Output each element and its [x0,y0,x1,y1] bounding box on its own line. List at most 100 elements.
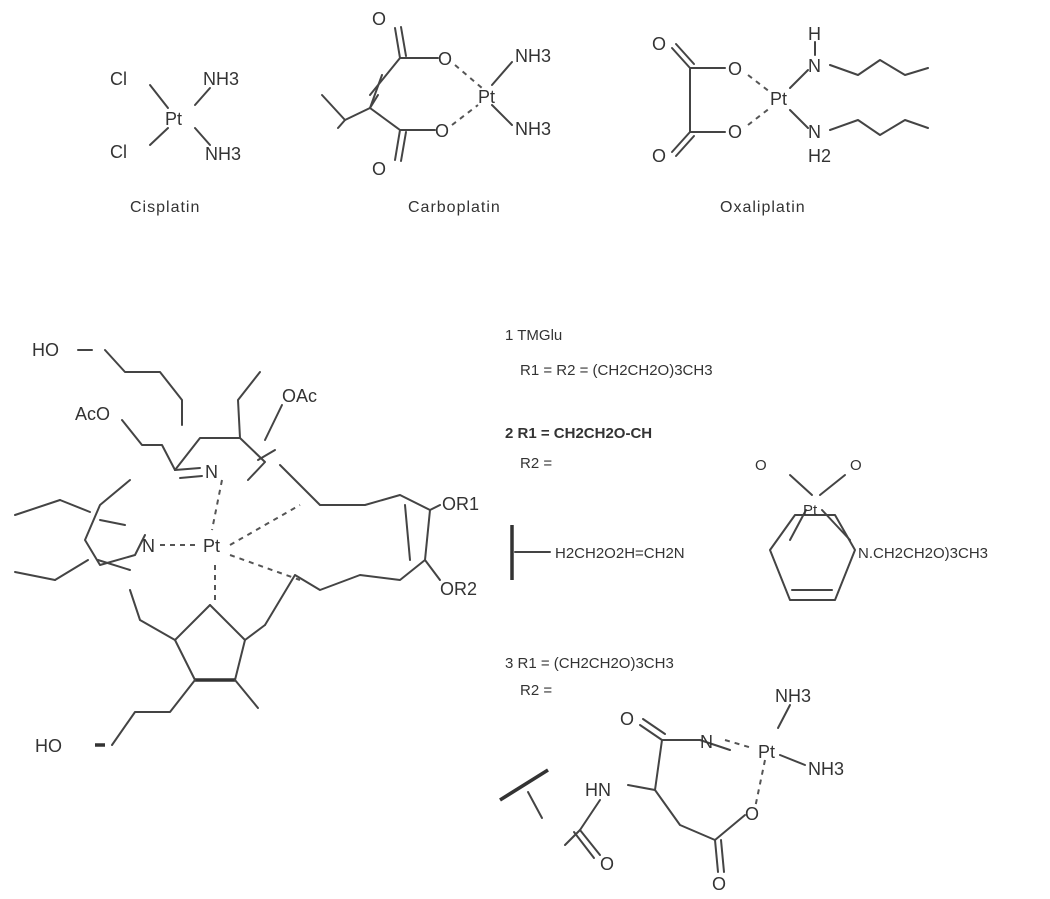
compound-2-chain-left: H2CH2O2H=CH2N [555,545,685,562]
porphyrin-aco: AcO [75,404,110,424]
porphyrin-bond [234,679,259,709]
compound-3-bond [639,724,663,741]
carboplatin-bond [491,104,513,126]
compound-3-bond [714,839,719,873]
carboplatin-bond [321,94,371,121]
compound-2-chain-right: N.CH2CH2O)3CH3 [858,545,988,562]
cisplatin-pt: Pt [165,109,182,129]
compound-3-bond [579,799,601,831]
compound-3-nh3-a: NH3 [775,686,811,706]
porphyrin-coordination [229,504,301,546]
porphyrin-n-top: N [205,462,218,482]
oxaliplatin-bond [829,119,929,136]
carboplatin-bond [400,26,407,57]
compound-1-definition: 1 TMGlu R1 = R2 = (CH2CH2O)3CH3 [505,327,713,379]
porphyrin-bond [237,371,261,439]
carboplatin-pt: Pt [478,87,495,107]
porphyrin-bond [104,349,183,426]
compound-1-title: 1 TMGlu [505,327,562,344]
cisplatin-nh3-2: NH3 [205,144,241,164]
oxaliplatin-pt: Pt [770,89,787,109]
oxaliplatin-n-2: N [808,122,821,142]
oxaliplatin-bond [675,43,695,65]
compound-3-title: 3 R1 = (CH2CH2O)3CH3 [505,655,674,672]
porphyrin-ho-bottom: HO [35,736,62,756]
porphyrin-n-left: N [142,536,155,556]
compound-2-bond [789,474,813,496]
compound-3-bond [724,739,753,749]
carboplatin-nh3-2: NH3 [515,119,551,139]
porphyrin-bond [174,604,211,641]
carboplatin-caption: Carboplatin [408,199,501,216]
porphyrin-or2: OR2 [440,579,477,599]
compound-3-bond [579,829,601,856]
porphyrin-pt: Pt [203,536,220,556]
porphyrin-bond [174,467,201,471]
compound-2-pt: Pt [803,502,818,519]
porphyrin-bond [99,519,126,526]
carboplatin-structure: O O O O Pt NH3 NH3 Carboplatin [321,9,551,216]
oxaliplatin-bond [675,135,695,157]
cisplatin-bond [149,127,169,146]
carboplatin-bond [400,131,407,162]
carboplatin-o-2: O [435,121,449,141]
oxaliplatin-bond [789,109,809,129]
compound-3-bond [573,831,595,859]
porphyrin-bond [424,559,441,581]
oxaliplatin-caption: Oxaliplatin [720,199,806,216]
compound-2-bond [821,509,851,541]
oxaliplatin-structure: O O O O Pt H N N H2 Oxaliplatin [652,24,929,216]
oxaliplatin-h2: H2 [808,146,831,166]
oxaliplatin-bond [789,69,809,89]
porphyrin-complex-structure: HO AcO OAc N N Pt OR1 OR2 HO [14,340,479,756]
compound-3-pt: Pt [758,742,775,762]
compound-3-bond [654,789,746,841]
compound-3-r2: R2 = [520,682,552,699]
cisplatin-nh3-1: NH3 [203,69,239,89]
compound-3-n: N [700,732,713,752]
carboplatin-bond [491,61,513,86]
oxaliplatin-bond [671,47,691,69]
compound-2-o-2: O [850,457,862,474]
carboplatin-bond [369,74,383,109]
cisplatin-caption: Cisplatin [130,199,200,216]
carboplatin-o-1: O [438,49,452,69]
porphyrin-bond [209,604,246,641]
carboplatin-bond [369,107,401,131]
porphyrin-bond [129,589,266,681]
compound-3-bond [777,704,791,729]
compound-3-bond [720,839,725,873]
cisplatin-bond [194,127,211,146]
compound-3-definition: 3 R1 = (CH2CH2O)3CH3 R2 = O N Pt NH3 NH3… [499,655,844,894]
cisplatin-bond [194,87,211,106]
porphyrin-bond [54,559,89,581]
oxaliplatin-n-1: N [808,56,821,76]
porphyrin-bond [121,419,176,471]
carboplatin-bond [394,27,401,59]
compound-3-bond [642,718,666,735]
compound-3-bond [779,754,806,766]
carboplatin-bond [369,57,401,96]
oxaliplatin-bond [747,74,771,93]
porphyrin-coordination [229,554,301,581]
compound-2-o-1: O [755,457,767,474]
oxaliplatin-o-1: O [728,59,742,79]
porphyrin-bond [111,679,196,746]
carboplatin-o-bottom: O [372,159,386,179]
carboplatin-bond [394,129,401,161]
porphyrin-bond [429,504,441,511]
porphyrin-bond [179,475,203,479]
porphyrin-bond [174,437,266,481]
porphyrin-bond [404,504,411,561]
compound-3-attachment [499,768,549,802]
porphyrin-oac: OAc [282,386,317,406]
porphyrin-bond [84,479,146,566]
porphyrin-bond [97,559,131,571]
porphyrin-bond [257,449,276,461]
compound-2-bond [769,514,856,601]
oxaliplatin-h: H [808,24,821,44]
compound-1-r-line: R1 = R2 = (CH2CH2O)3CH3 [520,362,713,379]
porphyrin-bond [264,404,283,441]
oxaliplatin-bond [829,59,929,76]
